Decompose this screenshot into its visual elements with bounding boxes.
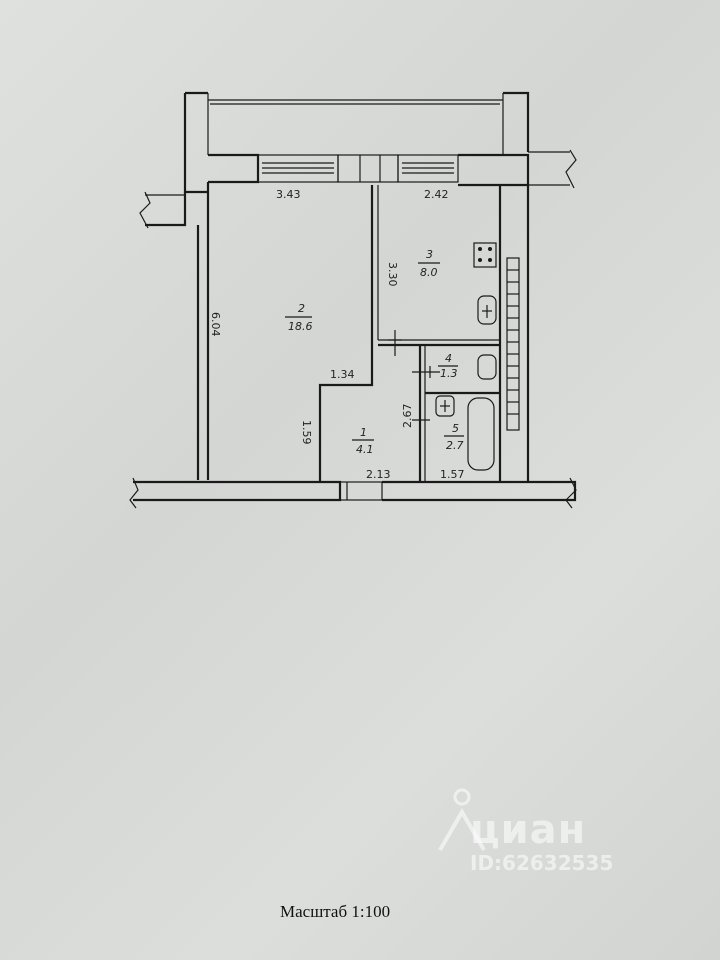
room-5-number: 5 — [452, 422, 459, 435]
fixtures — [435, 242, 497, 471]
ext-left — [145, 192, 187, 227]
room-labels: 2 18.6 3 8.0 4 1.3 1 4.1 5 2.7 — [285, 248, 464, 456]
partition-room2 — [318, 185, 374, 482]
dimension-labels: 3.43 2.42 3.30 6.04 1.34 1.59 2.67 2.13 … — [209, 188, 465, 481]
dim-2-13: 2.13 — [366, 468, 391, 481]
watermark-id: ID:62632535 — [470, 851, 614, 875]
room-2-number: 2 — [298, 302, 305, 315]
room-1-area: 4.1 — [356, 443, 374, 456]
room-4-number: 4 — [445, 352, 452, 365]
break-right — [565, 149, 577, 189]
dim-2-67: 2.67 — [401, 404, 414, 429]
room-3-number: 3 — [426, 248, 433, 261]
walls — [129, 91, 577, 509]
bottom-wall-right — [382, 480, 577, 502]
bathtub-icon — [467, 397, 495, 471]
dim-2-42: 2.42 — [424, 188, 449, 201]
dim-3-43: 3.43 — [276, 188, 301, 201]
break-left — [139, 191, 151, 229]
dim-1-34: 1.34 — [330, 368, 355, 381]
dim-3-30: 3.30 — [386, 262, 399, 287]
break-bottom-left — [129, 477, 139, 509]
room-5-area: 2.7 — [446, 439, 464, 452]
toilet-icon — [477, 354, 497, 380]
room-1-number: 1 — [360, 426, 367, 439]
sink-bath-icon — [435, 395, 455, 417]
dim-1-57: 1.57 — [440, 468, 465, 481]
dim-6-04: 6.04 — [209, 312, 222, 337]
break-bottom-right — [565, 477, 577, 509]
map-pin-icon — [438, 788, 486, 852]
sink-kitchen-icon — [477, 295, 497, 325]
bottom-wall-left — [133, 480, 342, 502]
watermark-brand: циан — [470, 807, 587, 853]
stove-icon — [473, 242, 497, 268]
window-2 — [397, 154, 459, 183]
top-wall-left — [208, 153, 260, 184]
door-balcony — [337, 154, 399, 183]
top-wall-right — [458, 153, 530, 187]
watermark: циан ID:62632535 — [470, 808, 613, 874]
room-2-area: 18.6 — [288, 320, 313, 333]
room-3-area: 8.0 — [420, 266, 438, 279]
scale-label: Масштаб 1:100 — [280, 902, 391, 921]
vent-duct — [506, 257, 520, 431]
entry-door — [339, 481, 383, 501]
dim-1-59: 1.59 — [300, 420, 313, 445]
balcony-right-cap — [503, 91, 530, 152]
room-4-area: 1.3 — [440, 367, 458, 380]
wall-left-upper — [183, 93, 208, 194]
